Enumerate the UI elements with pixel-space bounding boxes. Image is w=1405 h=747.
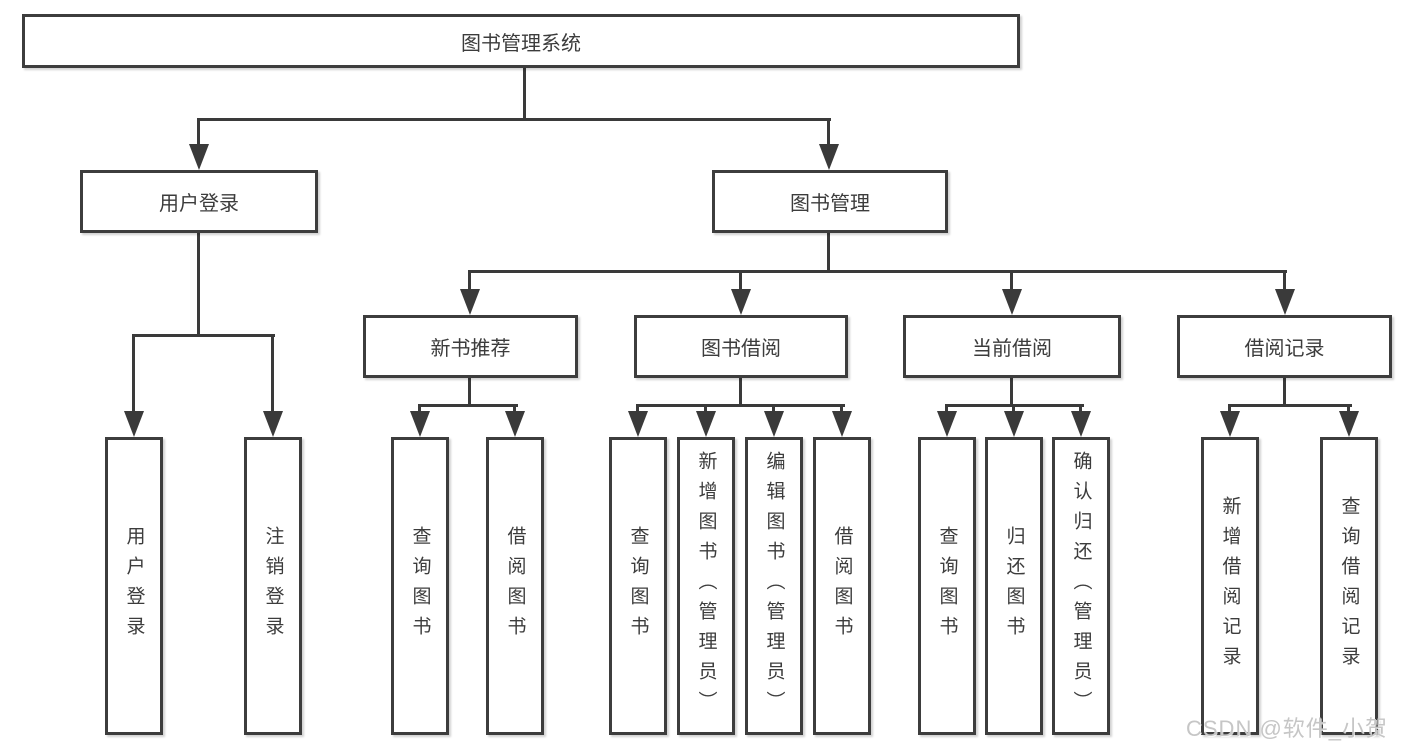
connector-line bbox=[418, 404, 518, 407]
node-user-login: 用户登录 bbox=[80, 170, 318, 233]
leaf-newrec-query-book-label: 查询图书 bbox=[409, 526, 431, 646]
leaf-newrec-query-book: 查询图书 bbox=[391, 437, 449, 735]
arrow-down-icon bbox=[1004, 411, 1024, 437]
connector-line bbox=[1010, 378, 1013, 406]
node-book-management-label: 图书管理 bbox=[790, 193, 870, 215]
connector-line bbox=[468, 270, 471, 294]
leaf-current-confirm-return-label: 确认归还（管理员） bbox=[1070, 451, 1092, 721]
connector-line bbox=[468, 378, 471, 406]
connector-line bbox=[739, 270, 742, 294]
leaf-record-query-record: 查询借阅记录 bbox=[1320, 437, 1378, 735]
arrow-down-icon bbox=[696, 411, 716, 437]
node-current-borrow-label: 当前借阅 bbox=[972, 338, 1052, 360]
connector-line bbox=[132, 334, 275, 337]
node-borrow-record: 借阅记录 bbox=[1177, 315, 1392, 378]
arrow-down-icon bbox=[263, 411, 283, 437]
node-book-management: 图书管理 bbox=[712, 170, 948, 233]
connector-line bbox=[1283, 270, 1286, 294]
node-new-book-recommend-label: 新书推荐 bbox=[430, 338, 511, 360]
connector-line bbox=[197, 233, 200, 336]
connector-line bbox=[197, 118, 831, 121]
connector-line bbox=[1228, 404, 1352, 407]
connector-line bbox=[523, 68, 526, 120]
leaf-record-add-record: 新增借阅记录 bbox=[1201, 437, 1259, 735]
connector-line bbox=[132, 334, 135, 416]
arrow-down-icon bbox=[505, 411, 525, 437]
leaf-logout-label: 注销登录 bbox=[262, 526, 284, 646]
connector-line bbox=[197, 118, 200, 148]
arrow-down-icon bbox=[764, 411, 784, 437]
node-borrow-record-label: 借阅记录 bbox=[1244, 338, 1325, 360]
leaf-current-confirm-return: 确认归还（管理员） bbox=[1052, 437, 1110, 735]
leaf-current-return-book: 归还图书 bbox=[985, 437, 1043, 735]
leaf-borrow-borrow-book-label: 借阅图书 bbox=[831, 526, 853, 646]
connector-line bbox=[468, 270, 1287, 273]
connector-line bbox=[827, 233, 830, 272]
node-book-borrow: 图书借阅 bbox=[634, 315, 848, 378]
arrow-down-icon bbox=[628, 411, 648, 437]
connector-line bbox=[636, 404, 845, 407]
node-current-borrow: 当前借阅 bbox=[903, 315, 1121, 378]
leaf-user-login-label: 用户登录 bbox=[123, 526, 145, 646]
arrow-down-icon bbox=[1339, 411, 1359, 437]
leaf-record-query-record-label: 查询借阅记录 bbox=[1338, 496, 1360, 676]
connector-line bbox=[827, 118, 830, 148]
node-root-label: 图书管理系统 bbox=[461, 32, 581, 55]
leaf-borrow-add-book-label: 新增图书（管理员） bbox=[695, 451, 717, 721]
leaf-borrow-query-book-label: 查询图书 bbox=[627, 526, 649, 646]
node-user-login-label: 用户登录 bbox=[159, 193, 239, 215]
connector-line bbox=[1010, 270, 1013, 294]
leaf-borrow-edit-book-label: 编辑图书（管理员） bbox=[763, 451, 785, 721]
arrow-down-icon bbox=[460, 289, 480, 315]
node-root: 图书管理系统 bbox=[22, 14, 1020, 68]
arrow-down-icon bbox=[1071, 411, 1091, 437]
connector-line bbox=[1283, 378, 1286, 406]
leaf-current-query-book-label: 查询图书 bbox=[936, 526, 958, 646]
leaf-newrec-borrow-book-label: 借阅图书 bbox=[504, 526, 526, 646]
leaf-borrow-add-book: 新增图书（管理员） bbox=[677, 437, 735, 735]
leaf-logout: 注销登录 bbox=[244, 437, 302, 735]
leaf-borrow-borrow-book: 借阅图书 bbox=[813, 437, 871, 735]
node-book-borrow-label: 图书借阅 bbox=[701, 338, 781, 360]
csdn-watermark: CSDN @软件_小贺同学 bbox=[1186, 716, 1389, 741]
arrow-down-icon bbox=[1220, 411, 1240, 437]
leaf-record-add-record-label: 新增借阅记录 bbox=[1219, 496, 1241, 676]
arrow-down-icon bbox=[1275, 289, 1295, 315]
leaf-borrow-query-book: 查询图书 bbox=[609, 437, 667, 735]
leaf-newrec-borrow-book: 借阅图书 bbox=[486, 437, 544, 735]
connector-line bbox=[271, 334, 274, 416]
arrow-down-icon bbox=[124, 411, 144, 437]
arrow-down-icon bbox=[937, 411, 957, 437]
leaf-user-login: 用户登录 bbox=[105, 437, 163, 735]
connector-line bbox=[739, 378, 742, 406]
arrow-down-icon bbox=[410, 411, 430, 437]
arrow-down-icon bbox=[832, 411, 852, 437]
leaf-borrow-edit-book: 编辑图书（管理员） bbox=[745, 437, 803, 735]
arrow-down-icon bbox=[1002, 289, 1022, 315]
leaf-current-query-book: 查询图书 bbox=[918, 437, 976, 735]
leaf-current-return-book-label: 归还图书 bbox=[1003, 526, 1025, 646]
arrow-down-icon bbox=[189, 144, 209, 170]
arrow-down-icon bbox=[731, 289, 751, 315]
node-new-book-recommend: 新书推荐 bbox=[363, 315, 578, 378]
arrow-down-icon bbox=[819, 144, 839, 170]
